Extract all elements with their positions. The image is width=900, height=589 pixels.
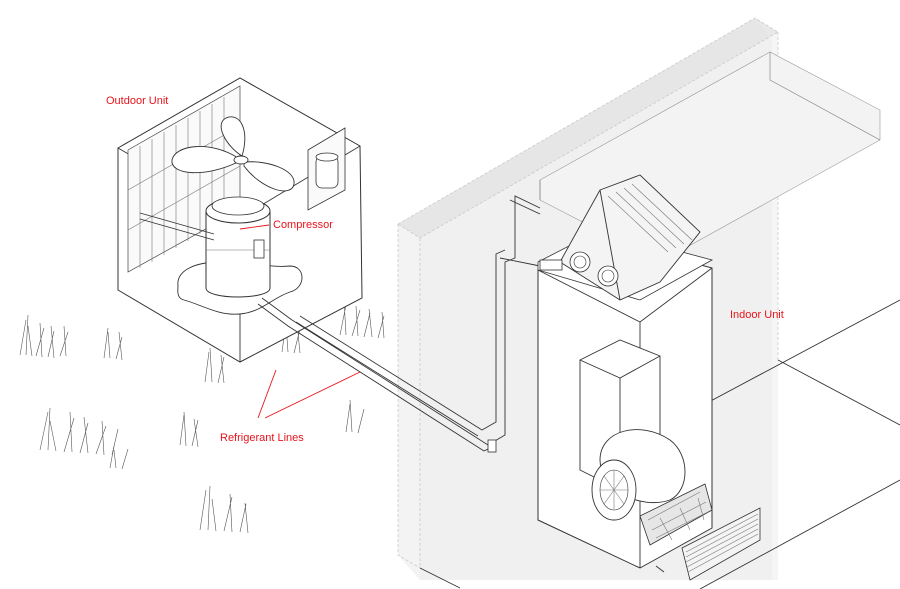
refrigerant-line-set bbox=[257, 195, 541, 453]
outdoor-unit bbox=[117, 77, 363, 363]
indoor-unit-label: Indoor Unit bbox=[730, 309, 784, 321]
compressor-label: Compressor bbox=[273, 219, 333, 231]
compressor-icon bbox=[177, 196, 303, 315]
blower-icon bbox=[579, 339, 686, 521]
evaporator-coil-icon bbox=[539, 174, 701, 301]
fan-icon bbox=[171, 116, 295, 192]
grass-tufts bbox=[19, 298, 385, 534]
indoor-unit bbox=[537, 174, 761, 581]
refrigerant-lines-label: Refrigerant Lines bbox=[220, 432, 304, 444]
outdoor-unit-label: Outdoor Unit bbox=[106, 95, 168, 107]
capacitor-icon bbox=[307, 127, 346, 211]
filter-grille-icon bbox=[639, 483, 713, 546]
refrigerant-leaders bbox=[257, 369, 361, 419]
return-vent-icon bbox=[681, 507, 761, 581]
